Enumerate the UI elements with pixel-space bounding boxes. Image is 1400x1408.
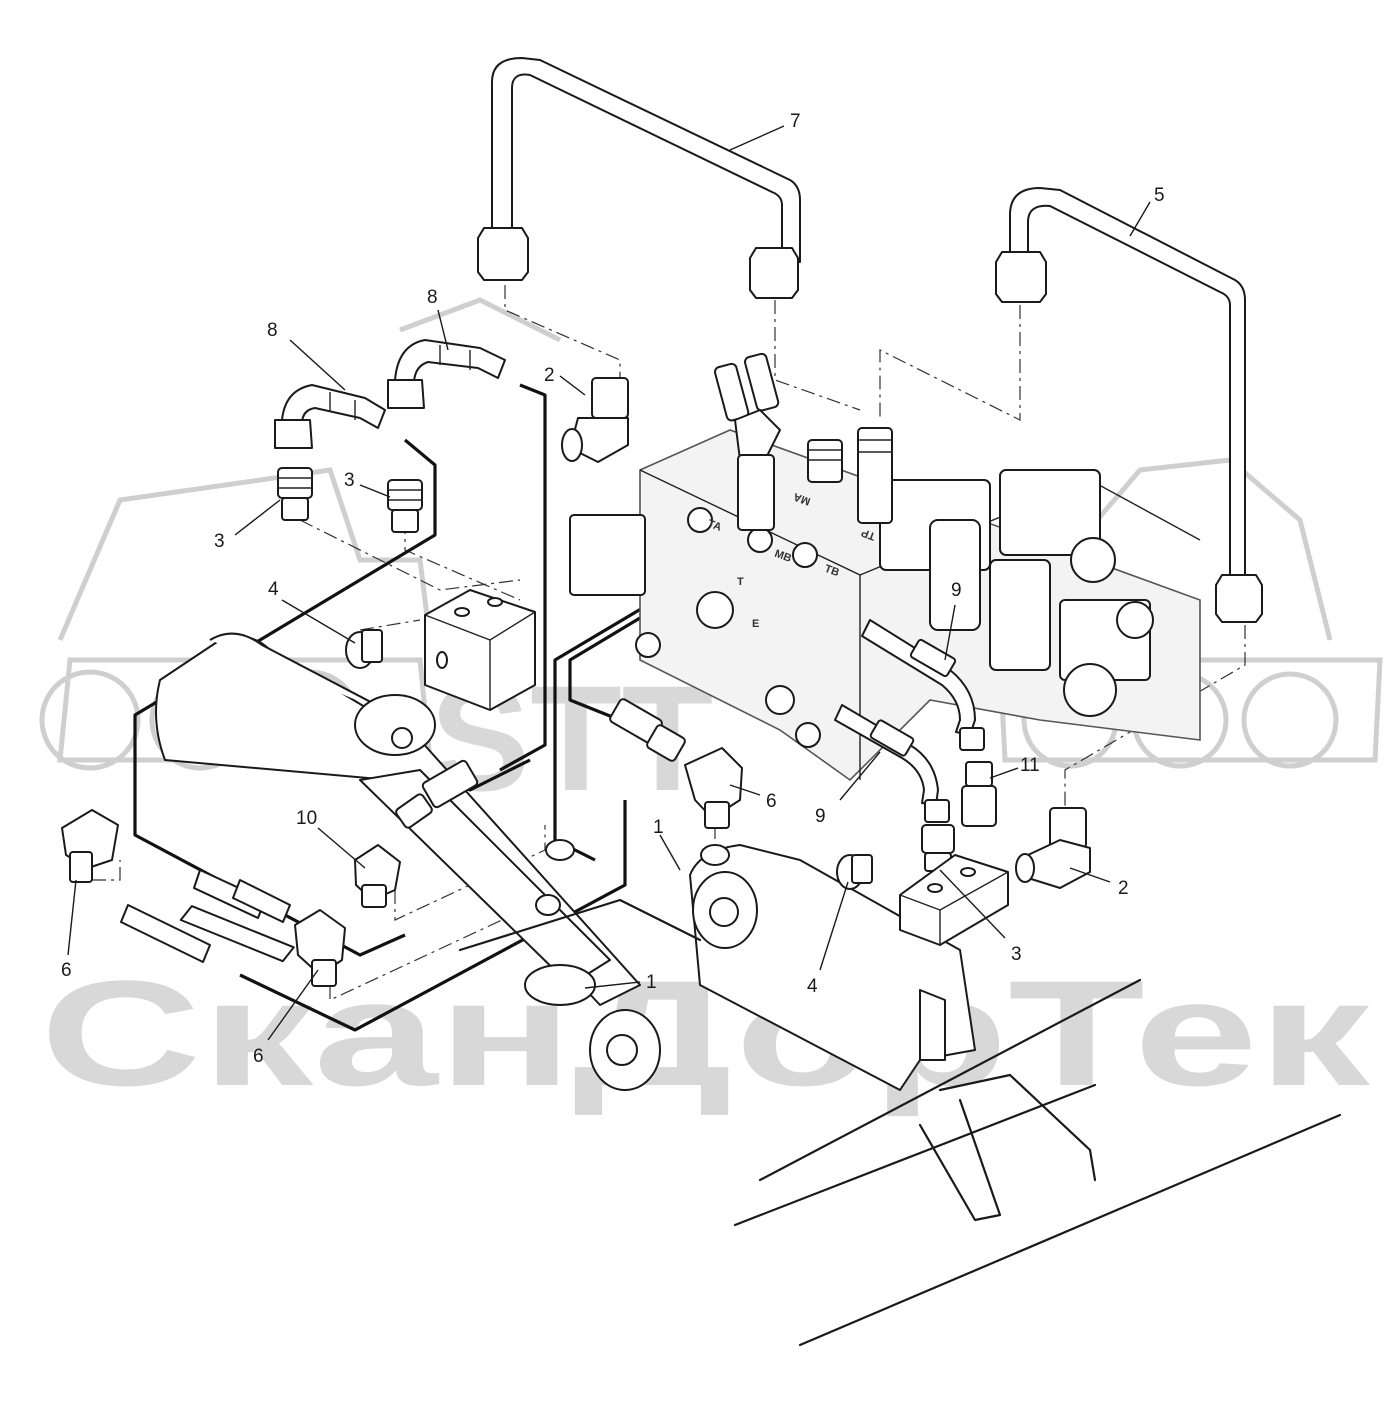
- distribution-block-right: [899, 854, 1009, 946]
- elbow-fitting-6-bottom: [294, 909, 346, 987]
- callout-7: 7: [790, 111, 801, 132]
- distribution-block-left: [424, 589, 536, 711]
- valve-marking-tb: TB: [823, 563, 841, 579]
- adapter-3-right: [387, 479, 423, 533]
- hose-assembly-8-lower: [274, 384, 386, 449]
- pivot-lever-assembly: [689, 844, 976, 1091]
- callout-3-right: 3: [344, 470, 355, 491]
- hose-assembly-9-upper: [861, 619, 985, 751]
- callout-11: 11: [1020, 755, 1040, 776]
- plug-4-right: [836, 854, 873, 890]
- watermark: STT СканДорТек: [39, 297, 1383, 1117]
- valve-marking-ma: MA: [792, 490, 812, 507]
- elbow-fitting-2-upper: [561, 377, 629, 463]
- adapter-3-lower: [921, 824, 955, 872]
- callout-9-upper: 9: [951, 580, 962, 601]
- pipe-5-right-nut: [1215, 574, 1263, 623]
- callout-2-upper: 2: [544, 365, 555, 386]
- callout-3-left: 3: [214, 531, 225, 552]
- hose-assembly-8-upper: [387, 339, 506, 409]
- callout-leader-lines: [67, 125, 1151, 1041]
- valve-marking-tp: TP: [860, 526, 877, 542]
- pipe-7-left-nut: [477, 227, 529, 281]
- callout-6-center: 6: [766, 791, 777, 812]
- hose-assembly-9-lower: [834, 704, 950, 823]
- callout-4-left: 4: [268, 579, 279, 600]
- hydraulic-cylinder-main: [155, 632, 661, 1091]
- valve-marking-e: E: [752, 618, 759, 630]
- callout-10: 10: [296, 808, 317, 829]
- valve-marking-t: T: [737, 576, 744, 588]
- callout-6-left: 6: [61, 960, 72, 981]
- pipe-7-right-nut: [749, 247, 799, 299]
- callout-1-lower: 1: [646, 972, 657, 993]
- callout-4-right: 4: [807, 976, 818, 997]
- rigid-pipe-5: [995, 187, 1263, 623]
- adapter-11: [961, 761, 997, 827]
- callout-1-upper: 1: [653, 817, 664, 838]
- callout-9-lower: 9: [815, 806, 826, 827]
- elbow-fitting-6-left: [61, 809, 119, 883]
- pipe-5-left-nut: [995, 251, 1047, 303]
- callout-6-bottom: 6: [253, 1046, 264, 1067]
- valve-port-fitting-a: [807, 439, 843, 483]
- elbow-fitting-2-lower: [1015, 807, 1091, 889]
- callout-labels: 7 5 8 8 2 3 3 4 9 11 6 9 10 1 2 3 6 1 4 …: [61, 111, 1165, 1067]
- callout-2-lower: 2: [1118, 878, 1129, 899]
- control-valve-block: T E TA TB MA MB TP: [569, 352, 1201, 782]
- rigid-pipe-7: [477, 57, 801, 299]
- adapter-10: [354, 759, 479, 908]
- valve-marking-ta: TA: [706, 518, 723, 534]
- plug-4-left: [345, 629, 383, 669]
- callout-8-upper: 8: [427, 287, 438, 308]
- callout-8-lower: 8: [267, 320, 278, 341]
- callout-5: 5: [1154, 185, 1165, 206]
- hose-pair-lower-left: [120, 869, 295, 963]
- valve-port-fitting-b: [857, 427, 893, 524]
- valve-marking-mb: MB: [773, 548, 793, 565]
- callout-3-lower: 3: [1011, 944, 1022, 965]
- adapter-3-left: [277, 467, 313, 521]
- elbow-fitting-6-center: [609, 698, 743, 829]
- chassis-frame-lines: [458, 898, 1342, 1347]
